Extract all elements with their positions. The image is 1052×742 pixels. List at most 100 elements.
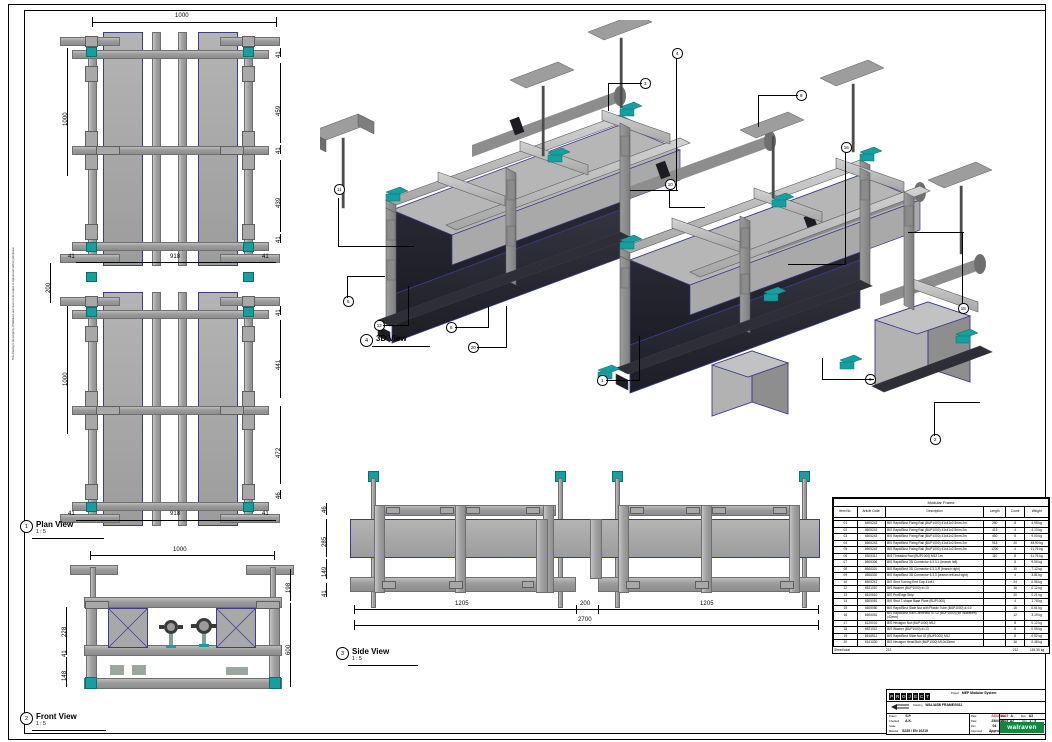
plan-dim-b2-left: 41 xyxy=(68,511,75,517)
bom-cell-weight: 7.12 kg xyxy=(1024,565,1049,574)
drawing-number: WAL/ASB FRAME/0011 xyxy=(925,703,963,707)
bom-cell-desc: BIS Washer (BUP1000) d=13 xyxy=(884,626,985,634)
bom-cell-desc: BIS RapidStrut Fixing Rail (BUP1000) 41x… xyxy=(884,539,985,548)
front-view-name: Front View xyxy=(36,712,77,721)
checked-label: Checked xyxy=(889,719,900,723)
bom-cell-desc: BIS RapidStrut 3D Connector 6.3.3 (branc… xyxy=(884,572,985,580)
logo-letter: T xyxy=(924,692,931,700)
logo-letter: E xyxy=(912,692,919,700)
bom-cell-desc: BIS Hexagon Nut (BUP1000) M12 xyxy=(884,619,985,628)
bom-cell-desc: BIS RapidStrut Fixing Rail (BUP1000) 41x… xyxy=(884,520,985,528)
callout-balloon-11: 11 xyxy=(334,184,345,195)
duct-section-left xyxy=(108,608,148,648)
bom-cell-desc: BIS Threaded Rod (BUP1000) M12 1m xyxy=(884,552,985,561)
bom-summary-label: Sheet total xyxy=(834,647,850,652)
bom-cell-count: 8 xyxy=(1004,520,1026,528)
three-d-view-title: 4 3D View xyxy=(360,334,430,347)
plan-dim-left-1: 1000 xyxy=(63,112,69,126)
plan-dim-r9: 46 xyxy=(276,492,282,499)
bom-cell-count: 12 xyxy=(1004,611,1026,621)
bom-cell-weight: 45.90 kg xyxy=(1024,539,1049,548)
bom-cell-weight: 0.12 kg xyxy=(1024,585,1049,593)
sheet-side-note: This drawing is the property of Walraven… xyxy=(12,246,15,360)
plan-dim-left-2: 200 xyxy=(46,282,52,293)
callout-balloon-18: 18 xyxy=(958,303,969,314)
plan-dim-r3: 41 xyxy=(276,147,282,154)
front-dim-l3: 148 xyxy=(62,670,68,681)
plan-dim-r5: 41 xyxy=(276,236,282,243)
bom-cell-count: 8 xyxy=(1004,619,1026,628)
bom-cell-weight: 4.13 kg xyxy=(1024,526,1049,535)
bom-cell-count: 4 xyxy=(1004,546,1026,554)
walraven-mark xyxy=(890,703,910,711)
plan-view-scale: 1 : 5 xyxy=(36,529,46,535)
bom-cell-length xyxy=(983,611,1006,621)
bom-summary-weight: 115.30 kg xyxy=(1029,647,1045,652)
bom-cell-weight: 0.48 kg xyxy=(1024,639,1049,647)
side-view-balloon: 3 xyxy=(336,647,349,660)
material-label: Material xyxy=(889,729,899,733)
plan-dim-left-3: 1000 xyxy=(63,372,69,386)
bom-cell-weight: 3.81 kg xyxy=(1024,572,1049,580)
plan-dim-width: 1000 xyxy=(175,13,189,19)
bom-cell-weight: 9.50 kg xyxy=(1024,559,1049,567)
front-dim-r1: 198 xyxy=(286,582,292,593)
size-label: Size xyxy=(1020,714,1026,718)
callout-balloon-5: 5 xyxy=(343,296,354,307)
bom-col-count: Count xyxy=(1004,505,1026,518)
side-view-scale: 1 : 5 xyxy=(352,656,362,662)
side-dim-total: 2700 xyxy=(578,617,592,623)
bom-cell-desc: BIS RapidStrut Fixing Rail (BUP1000) 41x… xyxy=(884,526,985,535)
drawing-label: Drawing xyxy=(913,704,923,707)
plan-dim-b1-left: 41 xyxy=(68,254,75,260)
bom-cell-desc: BIS Washer (BUP1000) d=13 xyxy=(884,585,985,593)
bom-cell-count: 4 xyxy=(1004,526,1026,535)
sheet-border-inner xyxy=(24,10,1046,734)
plan-dim-r4: 439 xyxy=(276,197,282,208)
material-value: S235 / EN 10219 xyxy=(902,728,928,733)
front-view-balloon: 2 xyxy=(20,712,33,725)
bom-cell-weight: 9.00 kg xyxy=(1024,533,1049,541)
bom-cell-desc: BIS RapidStrut Slide Nut 02 (BUP1000) M1… xyxy=(884,632,985,641)
bom-cell-item: 16 xyxy=(833,611,858,621)
unit-value: 1 : 5 xyxy=(1029,718,1037,723)
logo-letter: P xyxy=(889,692,895,700)
bom-cell-count: 16 xyxy=(1004,585,1026,593)
project-name: MEP Modular System xyxy=(961,691,997,695)
plan-view-balloon: 1 xyxy=(20,520,33,533)
date2-label: Date xyxy=(971,719,977,723)
bom-summary-count: 212 xyxy=(1012,647,1019,652)
bom-cell-weight: 3.19 kg xyxy=(1024,611,1049,621)
plan-dim-r2: 459 xyxy=(276,105,282,116)
bom-col-item: Item No. xyxy=(833,505,858,518)
front-dim-l1: 228 xyxy=(62,626,68,637)
bom-table: Modular Frame Item No. Article Code Desc… xyxy=(832,497,1050,655)
plan-view-title: 1 Plan View 1 : 5 xyxy=(20,520,104,539)
bom-cell-desc: BIS RapidStrut 3D Connector 6.3.3-L (bra… xyxy=(884,559,985,567)
unit-label: Unit xyxy=(1021,719,1027,723)
bom-col-weight: Weight xyxy=(1024,505,1049,518)
side-view-title: 3 Side View 1 : 5 xyxy=(336,647,418,666)
side-dim-l3: 149 xyxy=(322,566,328,577)
three-d-view: 11 5 12 6 20 1 3 4 8 16 18 xyxy=(320,20,1050,460)
